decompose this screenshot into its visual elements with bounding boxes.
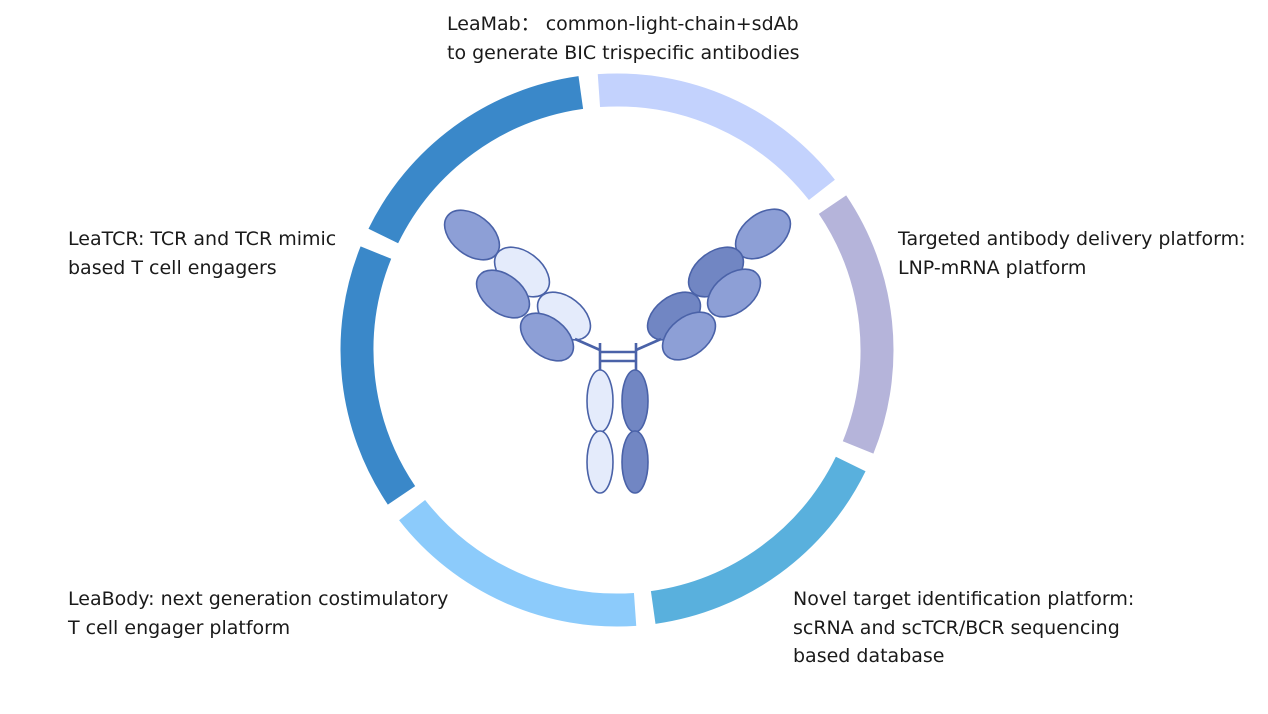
antibody-right-domain-5 (661, 311, 717, 361)
ring-segment-bottom (650, 456, 866, 624)
leabody-label-line-1: LeaBody: next generation costimulatory (68, 588, 449, 610)
leamab-label-line-1: LeaMab： common-light-chain+sdAb (447, 13, 799, 35)
targeted-delivery-label-line-1: Targeted antibody delivery platform: (898, 228, 1246, 250)
leamab-label-line-2: to generate BIC trispecific antibodies (447, 41, 800, 64)
leatcr-label: LeaTCR: TCR and TCR mimic based T cell e… (68, 225, 336, 282)
novel-target-label-line-3: based database (793, 645, 945, 667)
antibody-stem-left-upper (586, 369, 614, 433)
novel-target-label: Novel target identification platform: sc… (793, 585, 1134, 671)
ring-segment-leamab (368, 76, 584, 244)
antibody-hinge (574, 337, 662, 372)
antibody-left-domain-5 (519, 312, 575, 362)
ring-segment-leatcr (340, 246, 416, 505)
ring-segment-leabody (399, 499, 637, 627)
ring-segment-novel-target (818, 195, 894, 454)
antibody-stem-right-lower (621, 430, 649, 494)
antibody-right-domain-3 (706, 268, 762, 318)
leabody-label-line-2: T cell engager platform (68, 616, 291, 639)
leatcr-label-line-1: LeaTCR: TCR and TCR mimic (68, 228, 337, 250)
leatcr-label-line-2: based T cell engagers (68, 256, 277, 279)
leabody-label: LeaBody: next generation costimulatory T… (68, 585, 448, 642)
antibody-icon (443, 208, 792, 494)
ring-segment-targeted-delivery (597, 73, 835, 201)
platform-ring (340, 73, 894, 627)
targeted-delivery-label: Targeted antibody delivery platform: LNP… (898, 225, 1245, 282)
targeted-delivery-label-line-2: LNP-mRNA platform (898, 256, 1087, 279)
antibody-left-domain-3 (475, 269, 531, 319)
antibody-stem-left-lower (586, 430, 614, 494)
novel-target-label-line-2: scRNA and scTCR/BCR sequencing (793, 616, 1120, 639)
novel-target-label-line-1: Novel target identification platform: (793, 588, 1135, 610)
antibody-stem-right-upper (621, 369, 649, 433)
leamab-label: LeaMab： common-light-chain+sdAb to gener… (447, 10, 800, 67)
